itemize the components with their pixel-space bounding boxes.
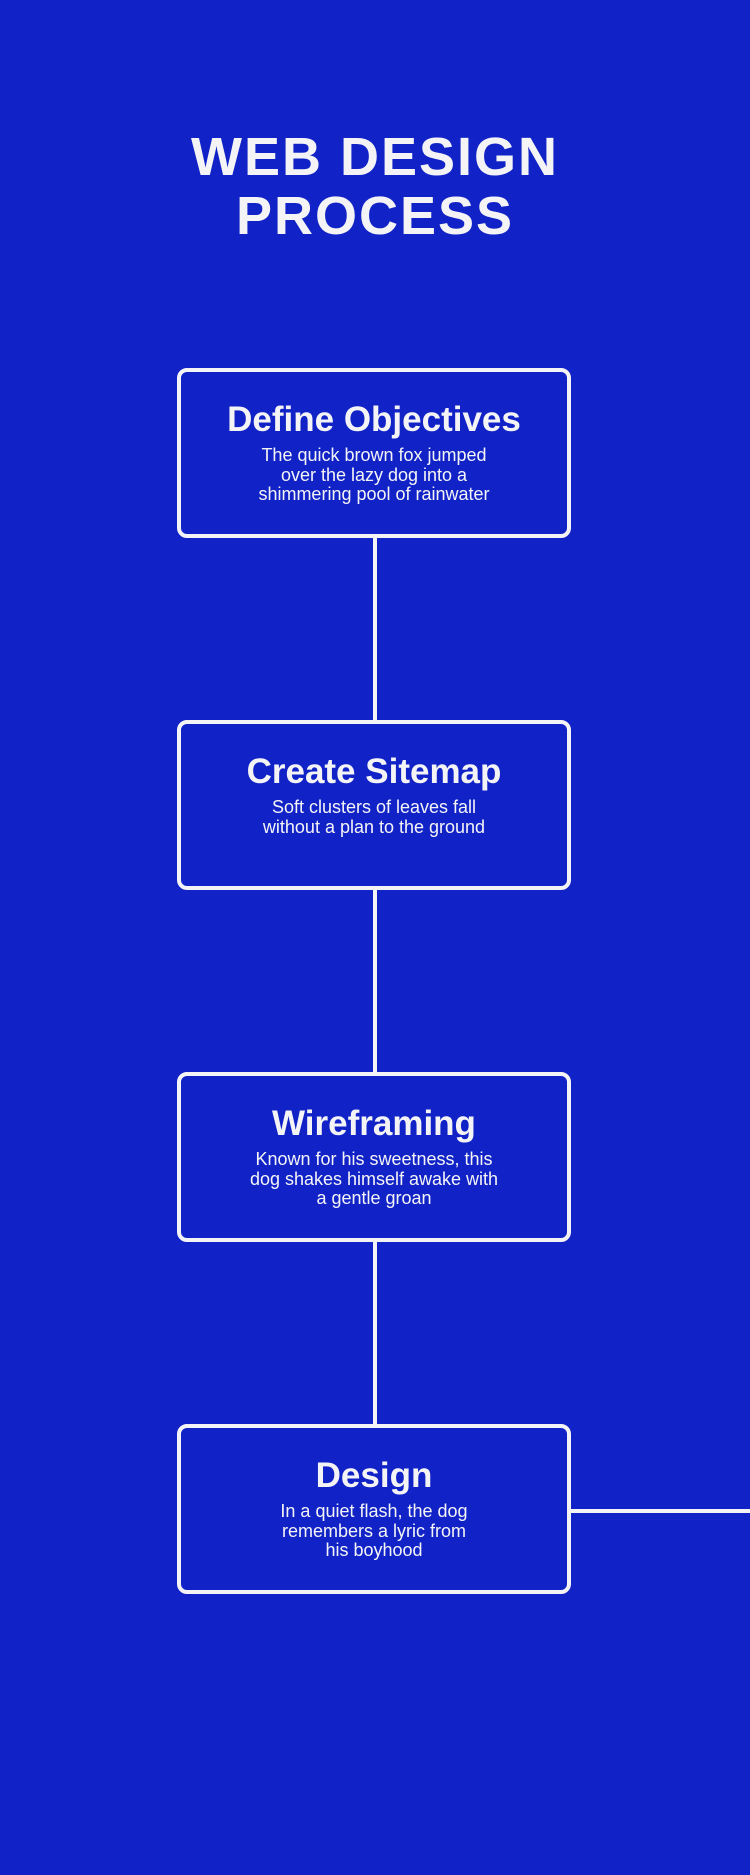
page-title: WEB DESIGN PROCESS (0, 128, 750, 246)
step-define-objectives: Define Objectives The quick brown fox ju… (177, 368, 571, 538)
step-description: The quick brown fox jumped over the lazy… (224, 445, 524, 505)
page-title-line-2: PROCESS (235, 186, 515, 246)
page-title-line-1: WEB DESIGN (190, 127, 560, 187)
step-design: Design In a quiet flash, the dog remembe… (177, 1424, 571, 1594)
step-title: Create Sitemap (246, 752, 502, 791)
step-wireframing: Wireframing Known for his sweetness, thi… (177, 1072, 571, 1242)
step-description-line: over the lazy dog into a (280, 464, 468, 485)
step-title: Define Objectives (227, 400, 521, 439)
step-description-line: a gentle groan (316, 1188, 432, 1208)
step-create-sitemap: Create Sitemap Soft clusters of leaves f… (177, 720, 571, 890)
step-description: In a quiet flash, the dog remembers a ly… (224, 1501, 524, 1561)
step-title: Design (315, 1456, 433, 1495)
step-description-line: without a plan to the ground (262, 816, 486, 837)
connector-design-out (570, 1509, 750, 1513)
connector-1-2 (373, 538, 377, 722)
step-description-line: In a quiet flash, the dog (280, 1501, 468, 1521)
step-description-line: remembers a lyric from (281, 1520, 467, 1541)
step-description-line: The quick brown fox jumped (261, 445, 487, 465)
step-description: Soft clusters of leaves fall without a p… (224, 797, 524, 837)
step-description-line: shimmering pool of rainwater (258, 484, 490, 504)
connector-2-3 (373, 890, 377, 1074)
step-description-line: Soft clusters of leaves fall (271, 797, 477, 817)
step-description-line: his boyhood (325, 1540, 423, 1560)
connector-3-4 (373, 1242, 377, 1426)
step-description-line: Known for his sweetness, this (255, 1149, 493, 1169)
step-description: Known for his sweetness, this dog shakes… (224, 1149, 524, 1209)
step-title: Wireframing (272, 1104, 476, 1143)
step-description-line: dog shakes himself awake with (249, 1168, 499, 1189)
